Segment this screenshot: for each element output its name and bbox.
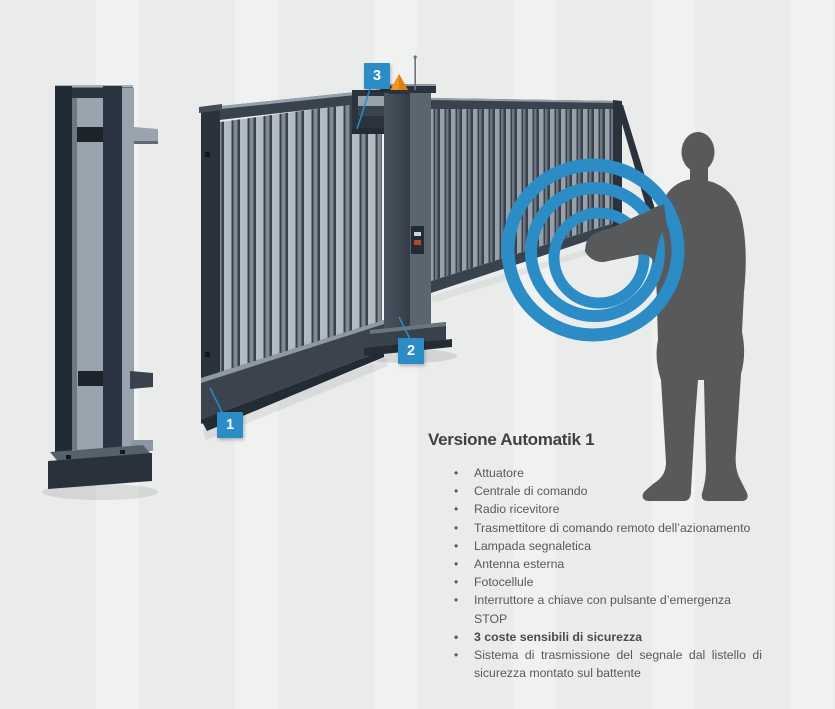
component-item: Interruttore a chiave con pulsante d’eme… — [428, 591, 762, 627]
component-item: 3 coste sensibili di sicurezza — [428, 628, 762, 646]
callout-marker-3: 3 — [364, 63, 390, 89]
person-silhouette — [585, 132, 748, 502]
diagonal-brace — [616, 103, 663, 237]
leader-line-3 — [356, 88, 371, 130]
callout-marker-2: 2 — [398, 338, 424, 364]
component-item: Fotocellule — [428, 573, 762, 591]
person-body — [585, 179, 748, 502]
warning-lamp-icon — [389, 74, 409, 94]
component-item-line2: sicurezza montato sul battente — [474, 666, 641, 681]
drive-post — [352, 55, 452, 356]
person-arm-remote — [585, 204, 666, 264]
gate-leaf — [199, 89, 384, 431]
catch-post — [48, 85, 158, 489]
component-item-line1: Sistema di trasmissione del segnale dal … — [474, 648, 762, 663]
person-head — [681, 132, 715, 172]
component-item: Centrale di comando — [428, 482, 762, 500]
callout-marker-1: 1 — [217, 412, 243, 438]
gate-slats — [220, 100, 382, 374]
leader-line-1 — [209, 387, 224, 415]
component-list: Attuatore Centrale di comando Radio rice… — [428, 464, 762, 682]
component-item: Antenna esterna — [428, 555, 762, 573]
component-item: Attuatore — [428, 464, 762, 482]
antenna-icon — [413, 55, 417, 90]
component-item: Sistema di trasmissione del segnale dal … — [428, 646, 762, 682]
section-title: Versione Automatik 1 — [428, 430, 595, 449]
leader-lines — [209, 88, 411, 415]
signal-waves-icon — [501, 158, 685, 342]
leader-line-2 — [398, 316, 411, 340]
control-box — [411, 226, 424, 254]
text-block: Versione Automatik 1 Attuatore Centrale … — [428, 430, 762, 682]
component-item: Trasmettitore di comando remoto dell’azi… — [428, 519, 762, 537]
component-item: Radio ricevitore — [428, 500, 762, 518]
component-item: Lampada segnaletica — [428, 537, 762, 555]
